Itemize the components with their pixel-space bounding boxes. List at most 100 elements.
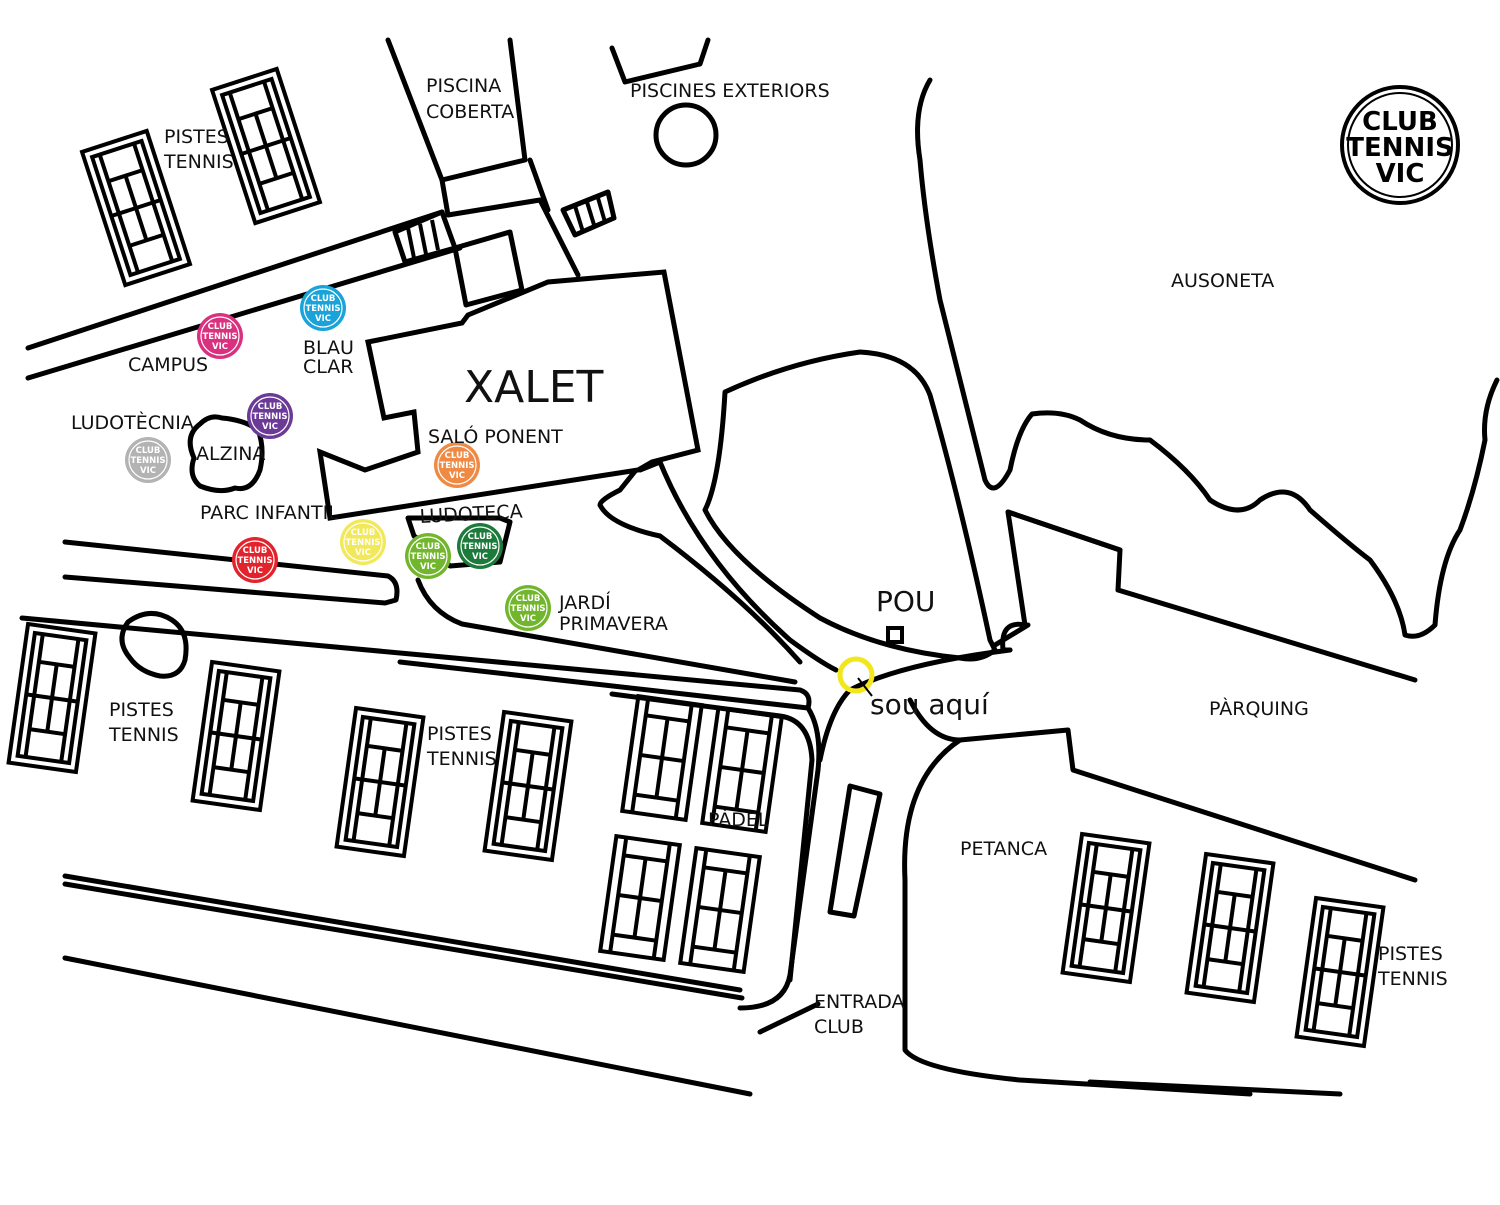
badge-text: TENNIS [252,412,287,422]
stairs-east [560,189,617,238]
label-xalet: XALET [464,362,604,413]
label-piscina: PISCINA [426,75,501,97]
label-blau: BLAU [303,337,354,359]
label-piscines-exteriors: PISCINES EXTERIORS [630,80,830,102]
badge-text: CLUB [136,446,161,456]
label-pistes-c-1: PISTES [427,723,492,745]
badge-text: CLUB [516,594,541,604]
xalet-building [316,269,701,521]
badge-text: TENNIS [345,538,380,548]
label-pistes-c-2: TENNIS [426,748,497,770]
activity-labels: CAMPUS BLAU CLAR LUDOTÈCNIA JARDÍ PRIMAV… [71,337,668,635]
label-salo-ponent: SALÓ PONENT [428,424,563,448]
badge-disc [505,585,551,631]
badge-ring [200,316,240,356]
badge-disc [340,519,386,565]
label-campus: CAMPUS [128,354,208,376]
logo-line-1: CLUB [1362,107,1438,137]
label-pou: POU [876,585,935,618]
badge-text: CLUB [468,532,493,542]
badge-text: CLUB [243,546,268,556]
badge-text: VIC [420,562,436,572]
label-pistes-e-1: PISTES [1378,943,1443,965]
badge-ring [303,288,343,328]
badge-text: TENNIS [439,461,474,471]
badge-ring [408,536,448,576]
badge-ring [343,522,383,562]
label-ausoneta: AUSONETA [1171,270,1274,292]
badge-ring [128,440,168,480]
label-ludoteca: LUDOTECA [419,501,523,528]
label-parc-infantil: PARC INFANTIL [200,502,339,524]
badge-ring [250,396,290,436]
badge-text: VIC [247,566,263,576]
logo-line-3: VIC [1376,159,1425,189]
label-pistes-w-2: TENNIS [108,724,179,746]
pou-plot [702,349,998,662]
badge-text: VIC [355,548,371,558]
label-alzina: ALZINA [196,443,265,465]
logo-line-2: TENNIS [1346,133,1453,163]
you-are-here-marker [837,656,875,697]
alzina-tree [187,414,265,494]
label-parquing: PÀRQUING [1209,697,1309,720]
badge-disc [125,437,171,483]
map-labels: PISCINA COBERTA PISCINES EXTERIORS PISTE… [108,75,1448,1038]
label-ludotecnia: LUDOTÈCNIA [71,411,194,434]
badge-ring [460,526,500,566]
padel-courts [598,691,815,983]
roads [19,209,1418,1097]
pou-well [886,626,904,644]
label-pistes-e-2: TENNIS [1377,968,1448,990]
label-clar: CLAR [303,356,354,378]
badge-text: VIC [449,471,465,481]
badge-text: CLUB [208,322,233,332]
badge-text: TENNIS [237,556,272,566]
badge-ring [437,445,477,485]
badge-text: CLUB [258,402,283,412]
badge-text: CLUB [445,451,470,461]
label-primavera: PRIMAVERA [559,613,668,635]
badge-text: TENNIS [305,304,340,314]
badge-text: TENNIS [130,456,165,466]
label-petanca: PETANCA [960,838,1047,860]
badge-text: VIC [472,552,488,562]
label-padel: PÀDEL [708,808,769,831]
club-logo: CLUB TENNIS VIC [1340,85,1460,205]
badge-disc [197,313,243,359]
label-pistes-nw-1: PISTES [164,126,229,148]
badge-disc [247,393,293,439]
label-entrada: ENTRADA [814,991,905,1013]
label-pistes-w-1: PISTES [109,699,174,721]
badge-disc [405,533,451,579]
badge-disc [457,523,503,569]
badge-disc [300,285,346,331]
badge-text: VIC [262,422,278,432]
buildings [119,37,904,919]
badge-text: CLUB [351,528,376,538]
badge-ring [508,588,548,628]
badge-text: VIC [212,342,228,352]
label-sou-aqui: sou aquí [870,688,990,721]
badge-text: CLUB [416,542,441,552]
label-jardi: JARDÍ [558,591,611,614]
label-pistes-nw-2: TENNIS [163,151,234,173]
badge-text: TENNIS [410,552,445,562]
badge-text: VIC [140,466,156,476]
badge-ring [235,540,275,580]
badge-text: VIC [520,614,536,624]
label-coberta: COBERTA [426,101,514,123]
badge-text: VIC [315,314,331,324]
badge-text: TENNIS [202,332,237,342]
